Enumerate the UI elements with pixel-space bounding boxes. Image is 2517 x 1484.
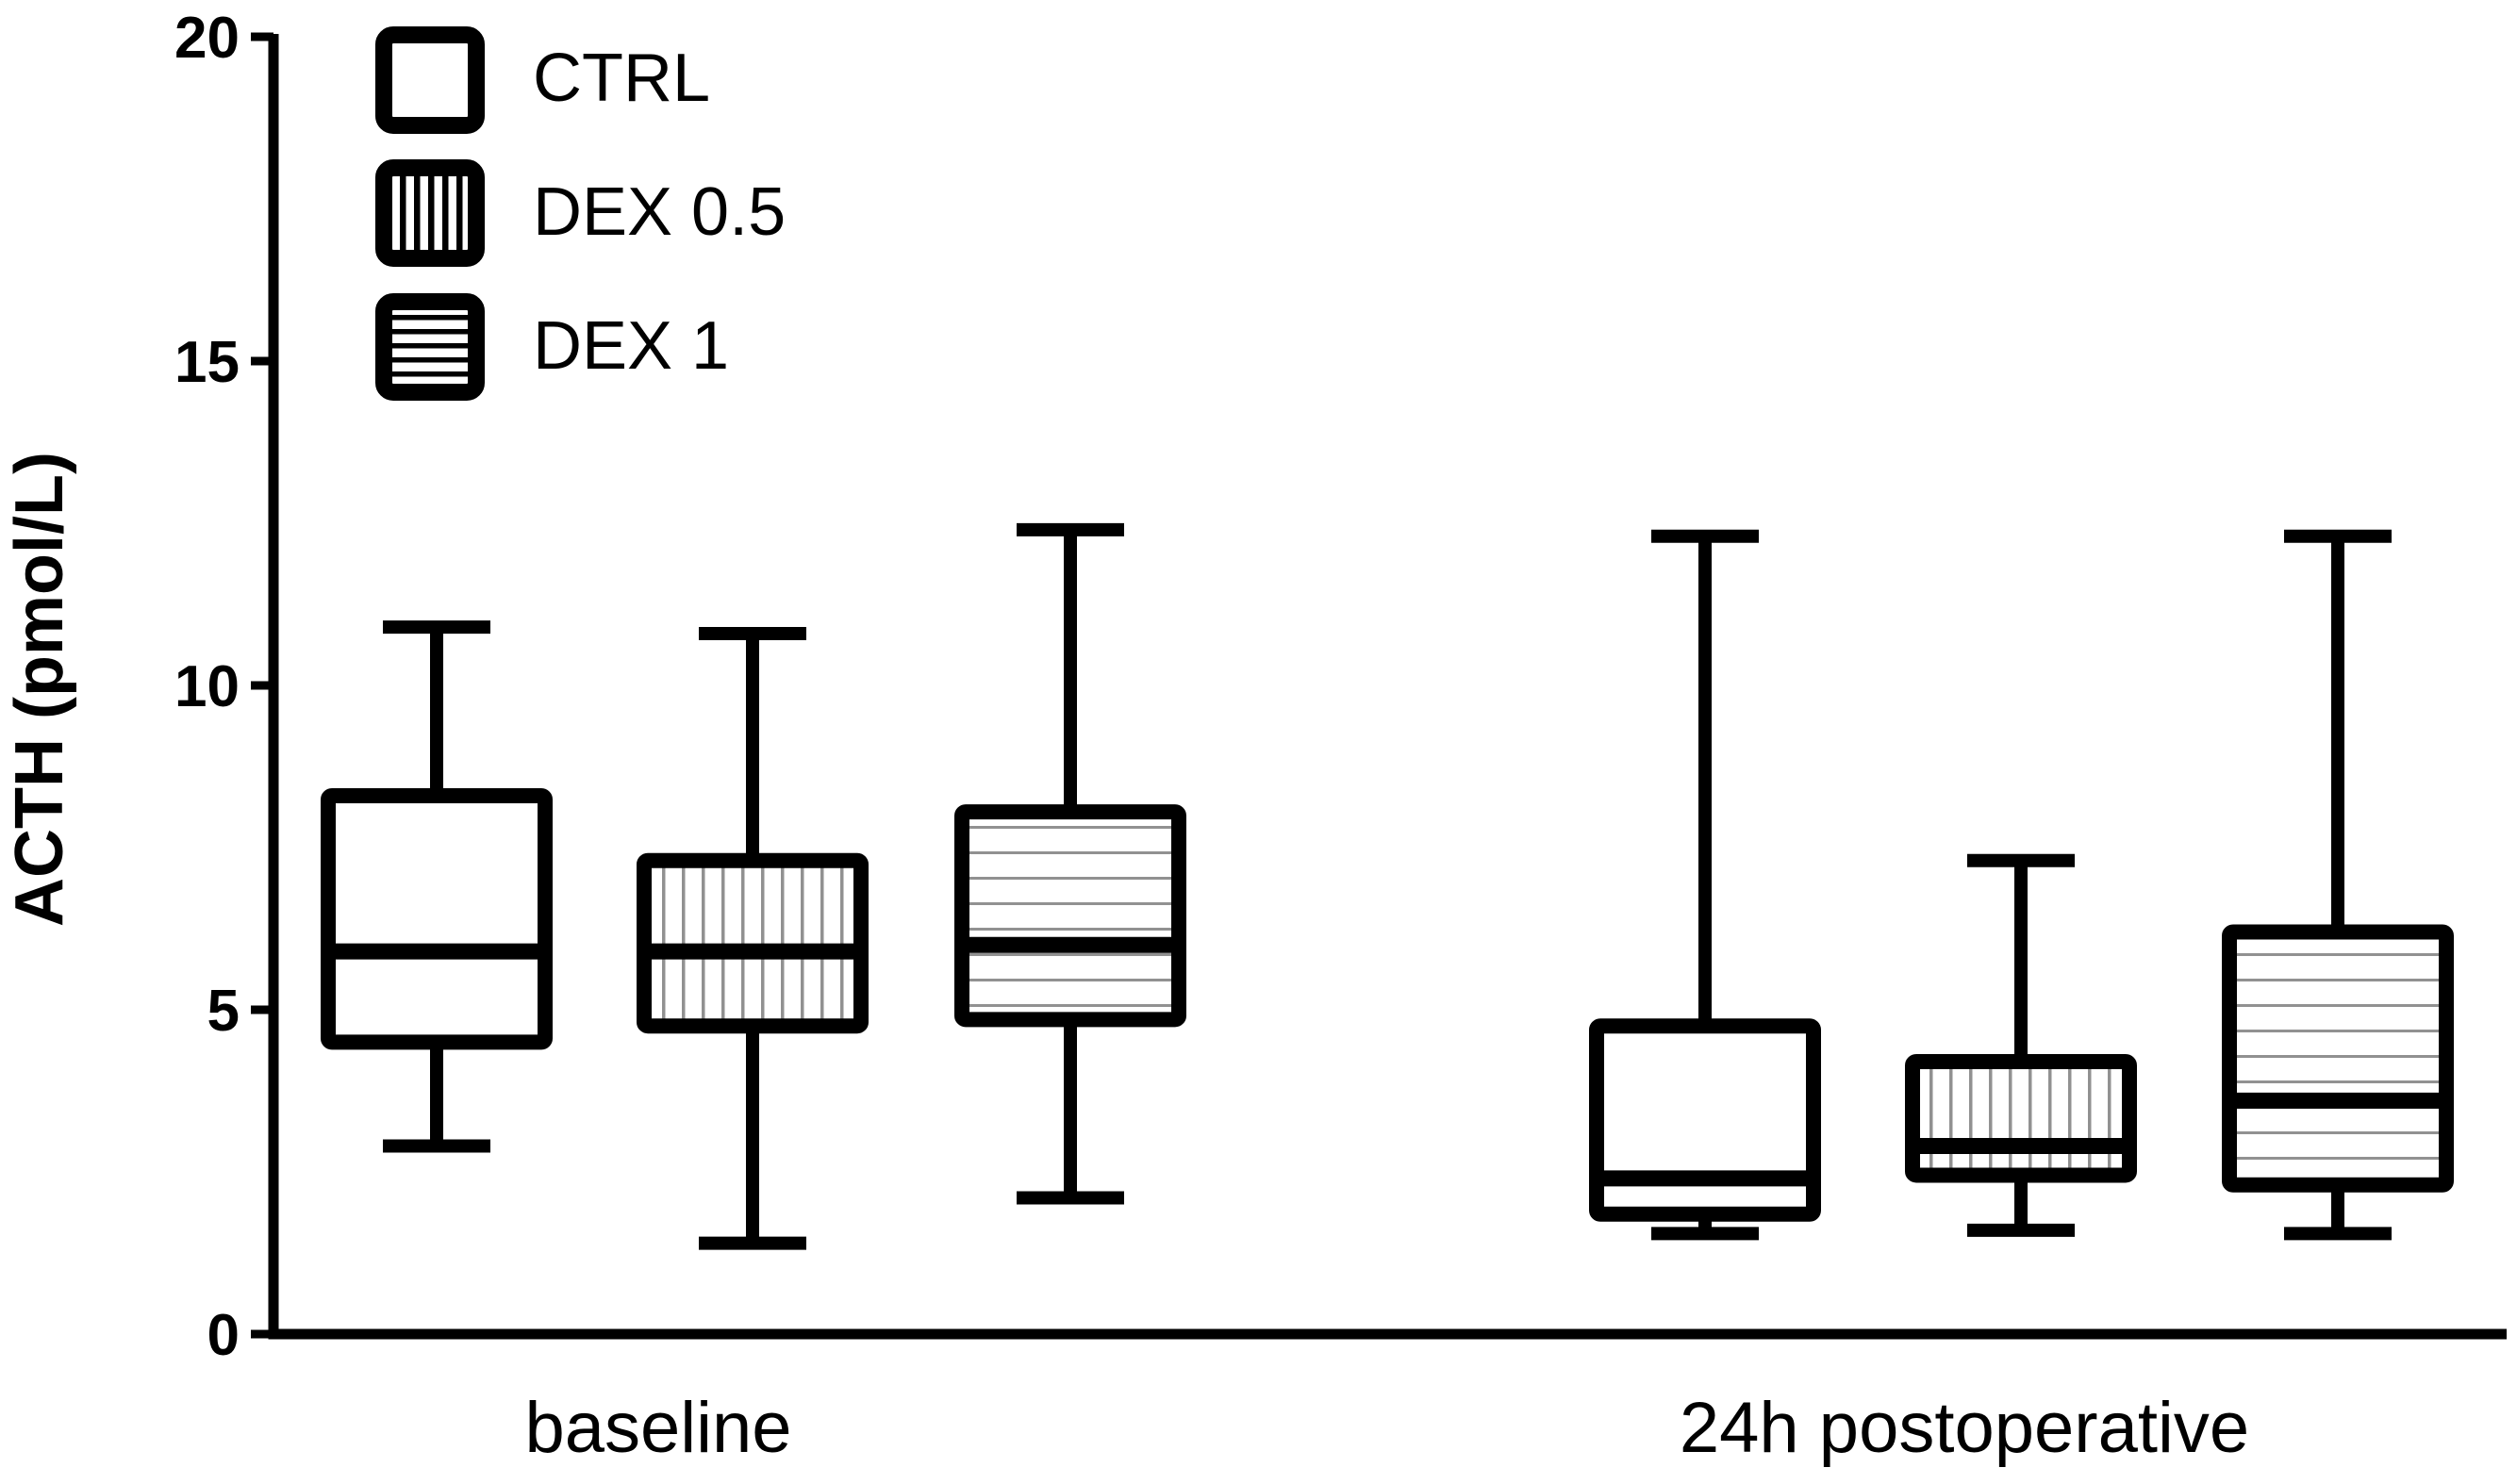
y-tick-label: 0 <box>207 1303 240 1368</box>
iqr-box <box>2222 924 2454 1193</box>
box-ctrl-postop <box>1589 529 1821 1241</box>
iqr-box <box>1589 1018 1821 1222</box>
legend: CTRL DEX 0.5 DEX 1 <box>375 26 786 401</box>
iqr-box <box>954 804 1186 1028</box>
box-series <box>321 522 2454 1250</box>
box-dex05-baseline <box>637 626 869 1250</box>
box-dex05-postop <box>1905 853 2137 1237</box>
y-axis-title: ACTH (pmol/L) <box>2 452 77 927</box>
x-category-postoperative: 24h postoperative <box>1680 1388 2249 1468</box>
y-tick-label: 5 <box>207 979 240 1044</box>
legend-label-dex05: DEX 0.5 <box>533 174 786 250</box>
legend-label-dex1: DEX 1 <box>533 308 729 384</box>
x-category-baseline: baseline <box>524 1388 791 1468</box>
legend-swatch-dex05 <box>375 159 485 267</box>
iqr-box <box>321 787 553 1050</box>
y-tick-label: 20 <box>174 6 240 71</box>
iqr-box <box>637 852 869 1034</box>
legend-swatch-ctrl <box>375 26 485 134</box>
box-ctrl-baseline <box>321 620 553 1153</box>
y-tick-label: 10 <box>174 654 240 719</box>
axes: 0 5 10 15 20 <box>174 6 2507 1368</box>
y-tick-label: 15 <box>174 330 240 395</box>
legend-label-ctrl: CTRL <box>533 41 710 116</box>
iqr-box <box>1905 1054 2137 1183</box>
box-dex1-postop <box>2222 529 2454 1241</box>
box-dex1-baseline <box>954 522 1186 1205</box>
legend-swatch-dex1 <box>375 293 485 401</box>
